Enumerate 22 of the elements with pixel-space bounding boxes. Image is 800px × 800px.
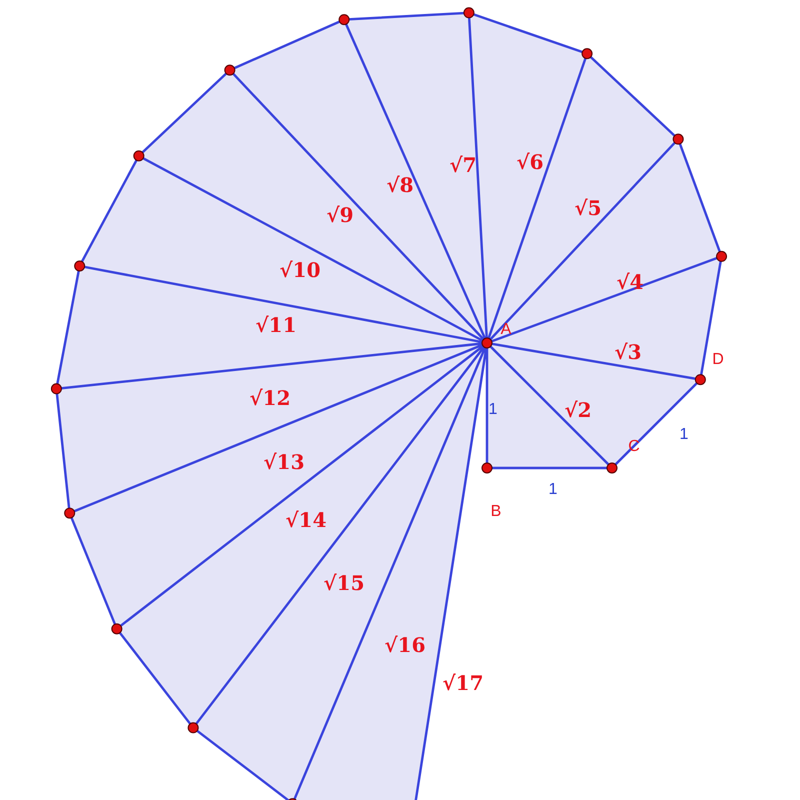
length-label: √16 (384, 635, 426, 655)
length-label: √13 (264, 452, 304, 472)
length-label: √14 (286, 510, 326, 530)
length-label: 1 (548, 482, 558, 498)
length-label: √6 (516, 152, 544, 172)
length-label: √2 (564, 400, 592, 420)
point-label: B (490, 504, 502, 520)
length-label: √12 (250, 388, 290, 408)
length-label: √5 (574, 198, 602, 218)
length-label: 1 (680, 427, 688, 443)
length-label: √7 (449, 155, 477, 175)
length-label: √3 (614, 342, 642, 362)
length-label: √10 (280, 260, 320, 280)
length-label: √15 (324, 573, 364, 593)
length-label: √4 (616, 272, 644, 292)
length-label: √17 (442, 673, 484, 693)
length-label: 1 (488, 402, 498, 418)
point-label: A (500, 322, 512, 338)
length-label: √11 (256, 315, 296, 335)
length-label: √8 (386, 175, 414, 195)
length-label: √9 (326, 205, 354, 225)
point-label: D (712, 352, 724, 368)
